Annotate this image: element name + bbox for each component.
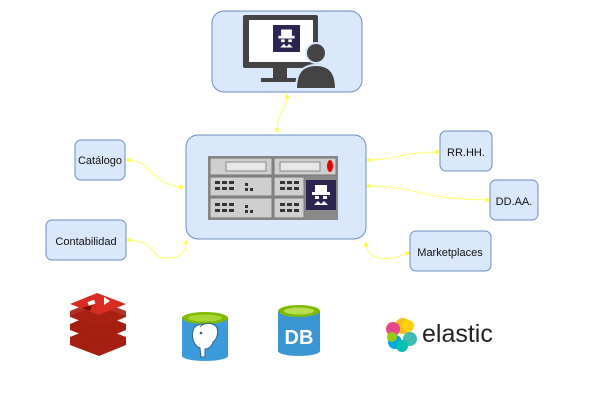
connector-catalogo-server bbox=[125, 157, 185, 190]
elastic-icon: elastic bbox=[386, 318, 493, 352]
connector-contabilidad-server bbox=[125, 237, 189, 259]
redis-icon bbox=[70, 293, 126, 356]
connectors bbox=[125, 93, 491, 260]
server-rack-icon bbox=[208, 156, 338, 220]
user-station-node[interactable] bbox=[211, 10, 363, 93]
catalogo-label: Catálogo bbox=[78, 155, 122, 167]
status-light-icon bbox=[327, 160, 333, 172]
contabilidad-label: Contabilidad bbox=[55, 236, 116, 248]
connector-marketplaces-server bbox=[363, 241, 411, 260]
marketplaces-label: Marketplaces bbox=[417, 247, 483, 259]
connector-ddaa-server bbox=[365, 183, 491, 203]
elastic-wordmark: elastic bbox=[422, 320, 493, 348]
contabilidad-node[interactable]: Contabilidad bbox=[45, 219, 127, 261]
catalogo-node[interactable]: Catálogo bbox=[74, 139, 126, 181]
connector-rrhh-server bbox=[365, 149, 441, 163]
user-icon bbox=[294, 42, 338, 90]
ddaa-node[interactable]: DD.AA. bbox=[489, 179, 539, 221]
spy-badge-icon bbox=[306, 180, 336, 210]
rrhh-node[interactable]: RR.HH. bbox=[439, 130, 493, 172]
azure-sql-db-icon: DB bbox=[278, 305, 320, 356]
postgresql-icon bbox=[182, 312, 228, 361]
rrhh-label: RR.HH. bbox=[447, 147, 485, 159]
marketplaces-node[interactable]: Marketplaces bbox=[409, 230, 492, 272]
server-hub-node[interactable] bbox=[185, 134, 367, 240]
db-logo-text: DB bbox=[285, 327, 314, 349]
ddaa-label: DD.AA. bbox=[496, 196, 533, 208]
connector-user-server bbox=[274, 93, 290, 134]
computer-monitor-icon bbox=[243, 15, 318, 82]
